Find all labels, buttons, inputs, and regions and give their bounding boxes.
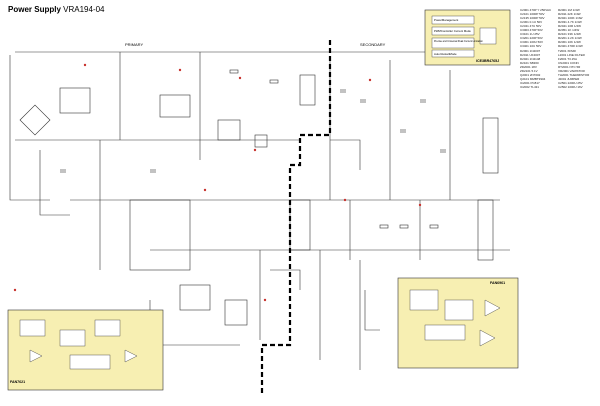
inset-protection: Precise and Universal Peak Current Limit… — [434, 40, 483, 43]
fan7621-block — [7, 309, 164, 391]
fan6961-block — [397, 277, 519, 369]
inset-auto-restart: Auto RestartMode — [434, 52, 457, 56]
inset-power-mgmt: PowerManagement — [434, 18, 459, 22]
ic-fan7621-label: FAN7621 — [10, 380, 26, 384]
ic-ice3br-label: ICE3BR4765J — [476, 59, 500, 63]
inset-pwm: PWMController Current Mode — [434, 29, 471, 33]
ic-fan6961-label: FAN6961 — [490, 281, 506, 285]
test-points — [13, 63, 422, 302]
page-title: Power Supply VRA194-04 — [8, 5, 105, 14]
brand-label: Power Supply — [8, 5, 61, 14]
ic-inset-block — [424, 9, 511, 66]
model-label: VRA194-04 — [63, 5, 105, 14]
isolation-boundary — [260, 40, 332, 395]
secondary-section-label: SECONDARY — [360, 42, 386, 47]
primary-section-label: PRIMARY — [125, 42, 144, 47]
